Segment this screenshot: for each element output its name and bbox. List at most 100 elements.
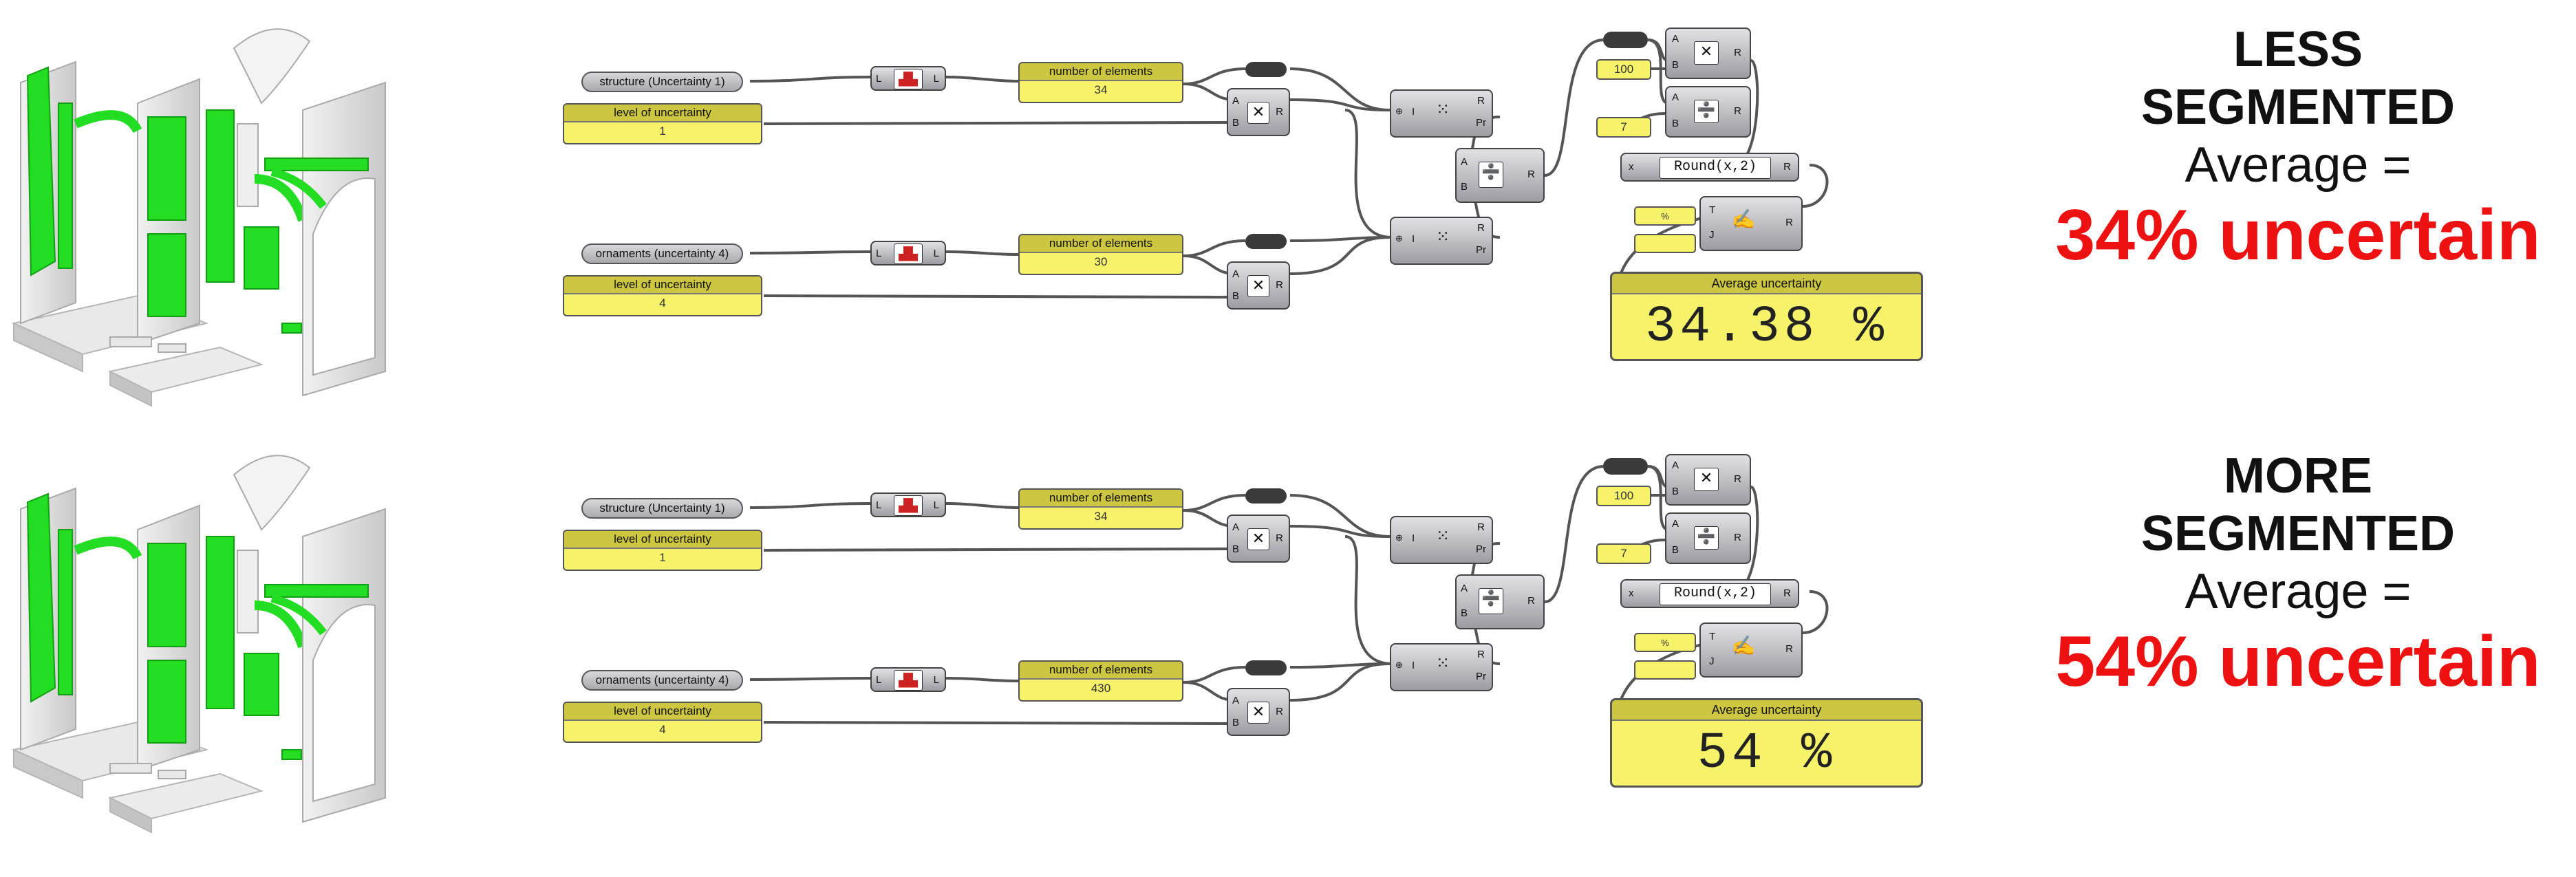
relay-toggle[interactable]: [1245, 234, 1287, 249]
ornaments-count-panel[interactable]: number of elements 30: [1018, 234, 1183, 275]
more-segmented-row: structure (Uncertainty 1) ornaments (unc…: [0, 426, 2576, 853]
sift-input-icon: ⊕: [1395, 660, 1403, 670]
caption-result: 54% uncertain: [2055, 622, 2541, 702]
list-length-icon: ▟▙: [894, 69, 923, 89]
panel-value: 30: [1094, 255, 1108, 268]
relay-toggle[interactable]: [1245, 660, 1287, 675]
list-length-icon: ▟▙: [894, 495, 923, 516]
constant-7[interactable]: 7: [1596, 117, 1651, 138]
exploded-model-illustration: [11, 28, 386, 407]
sift-input-icon: ⊕: [1395, 233, 1403, 243]
port-label: I: [1412, 532, 1415, 544]
structure-param[interactable]: structure (Uncertainty 1): [581, 498, 743, 519]
exploded-model-illustration: [11, 455, 386, 834]
multiplication-node[interactable]: A B ✕ R: [1665, 28, 1751, 79]
sift-node[interactable]: ⊕ I ⁙ R Pr: [1390, 643, 1493, 691]
text-join-node[interactable]: T J ✍ R: [1699, 622, 1803, 678]
ornaments-count-panel[interactable]: number of elements 430: [1018, 660, 1183, 702]
list-length-node[interactable]: L ▟▙ L: [870, 492, 946, 517]
relay-toggle[interactable]: [1245, 62, 1287, 77]
port-label: L: [876, 248, 882, 259]
port-label: B: [1232, 117, 1240, 129]
port-label: A: [1232, 695, 1240, 706]
port-label: R: [1734, 473, 1741, 485]
average-uncertainty-panel[interactable]: Average uncertainty 34.38 %: [1610, 272, 1923, 361]
port-label: L: [876, 73, 882, 85]
port-label: R: [1477, 222, 1485, 234]
divide-icon: ➗: [1694, 526, 1719, 550]
port-label: R: [1785, 217, 1793, 228]
caption-line2: SEGMENTED: [2140, 506, 2456, 561]
caption-result: 34% uncertain: [2055, 195, 2541, 275]
multiplication-node[interactable]: A B ✕ R: [1227, 688, 1290, 736]
panel-value: 430: [1091, 682, 1111, 695]
port-label: B: [1672, 118, 1679, 129]
text-join-node[interactable]: T J ✍ R: [1699, 196, 1803, 251]
port-label: I: [1412, 106, 1415, 118]
ornaments-param[interactable]: ornaments (uncertainty 4): [581, 243, 743, 264]
percent-text[interactable]: %: [1634, 206, 1696, 226]
sift-node[interactable]: ⊕ I ⁙ R Pr: [1390, 516, 1493, 564]
caption-line1: MORE: [2224, 448, 2372, 504]
division-node[interactable]: A B ➗ R: [1455, 148, 1545, 203]
average-value: 54 %: [1697, 725, 1836, 783]
ornaments-param[interactable]: ornaments (uncertainty 4): [581, 670, 743, 691]
empty-text[interactable]: [1634, 234, 1696, 253]
list-length-node[interactable]: L ▟▙ L: [870, 66, 946, 91]
panel-title: number of elements: [1020, 662, 1182, 680]
structure-param[interactable]: structure (Uncertainty 1): [581, 72, 743, 92]
sift-node[interactable]: ⊕ I ⁙ R Pr: [1390, 217, 1493, 265]
port-label: R: [1477, 521, 1485, 533]
list-length-node[interactable]: L ▟▙ L: [870, 241, 946, 266]
list-length-icon: ▟▙: [894, 670, 923, 691]
multiplication-node[interactable]: A B ✕ R: [1227, 515, 1290, 563]
panel-value: 34: [1094, 83, 1108, 96]
constant-100[interactable]: 100: [1596, 59, 1651, 80]
list-length-node[interactable]: L ▟▙ L: [870, 667, 946, 692]
divide-icon: ➗: [1694, 100, 1719, 123]
structure-level-panel[interactable]: level of uncertainty 1: [563, 103, 762, 144]
panel-value: 34: [1094, 510, 1108, 523]
structure-level-panel[interactable]: level of uncertainty 1: [563, 530, 762, 571]
relay-toggle[interactable]: [1603, 32, 1648, 48]
sift-input-icon: ⊕: [1395, 532, 1403, 543]
division-node[interactable]: A B ➗ R: [1665, 512, 1751, 564]
port-label: T: [1709, 631, 1716, 642]
caption: LESS SEGMENTED Average = 34% uncertain: [2037, 21, 2559, 277]
multiplication-node[interactable]: A B ✕ R: [1227, 88, 1290, 136]
port-label: R: [1276, 279, 1283, 291]
empty-text[interactable]: [1634, 660, 1696, 680]
sift-node[interactable]: ⊕ I ⁙ R Pr: [1390, 89, 1493, 138]
division-node[interactable]: A B ➗ R: [1455, 574, 1545, 629]
port-label: B: [1672, 544, 1679, 556]
average-uncertainty-panel[interactable]: Average uncertainty 54 %: [1610, 698, 1923, 788]
panel-value: 4: [659, 296, 666, 310]
round-expression-node[interactable]: x Round(x,2) R: [1620, 579, 1799, 608]
panel-title: level of uncertainty: [564, 703, 761, 721]
round-expression-node[interactable]: x Round(x,2) R: [1620, 153, 1799, 182]
ornaments-level-panel[interactable]: level of uncertainty 4: [563, 275, 762, 316]
constant-7[interactable]: 7: [1596, 543, 1651, 564]
port-label: R: [1783, 587, 1791, 599]
port-label: J: [1709, 229, 1715, 241]
relay-toggle[interactable]: [1603, 458, 1648, 475]
text-join-icon: ✍: [1731, 635, 1756, 656]
multiply-icon: ✕: [1247, 702, 1269, 724]
port-label: R: [1276, 106, 1283, 118]
constant-100[interactable]: 100: [1596, 486, 1651, 506]
multiply-icon: ✕: [1247, 275, 1269, 297]
percent-text[interactable]: %: [1634, 633, 1696, 652]
ornaments-level-panel[interactable]: level of uncertainty 4: [563, 702, 762, 743]
multiplication-node[interactable]: A B ✕ R: [1665, 454, 1751, 506]
division-node[interactable]: A B ➗ R: [1665, 86, 1751, 138]
structure-count-panel[interactable]: number of elements 34: [1018, 62, 1183, 103]
relay-toggle[interactable]: [1245, 488, 1287, 504]
text-join-icon: ✍: [1731, 208, 1756, 230]
port-label: B: [1461, 181, 1468, 193]
structure-count-panel[interactable]: number of elements 34: [1018, 488, 1183, 530]
multiplication-node[interactable]: A B ✕ R: [1227, 261, 1290, 310]
port-label: I: [1412, 233, 1415, 245]
port-label: R: [1783, 161, 1791, 173]
port-label: R: [1477, 649, 1485, 660]
port-label: R: [1527, 595, 1535, 607]
